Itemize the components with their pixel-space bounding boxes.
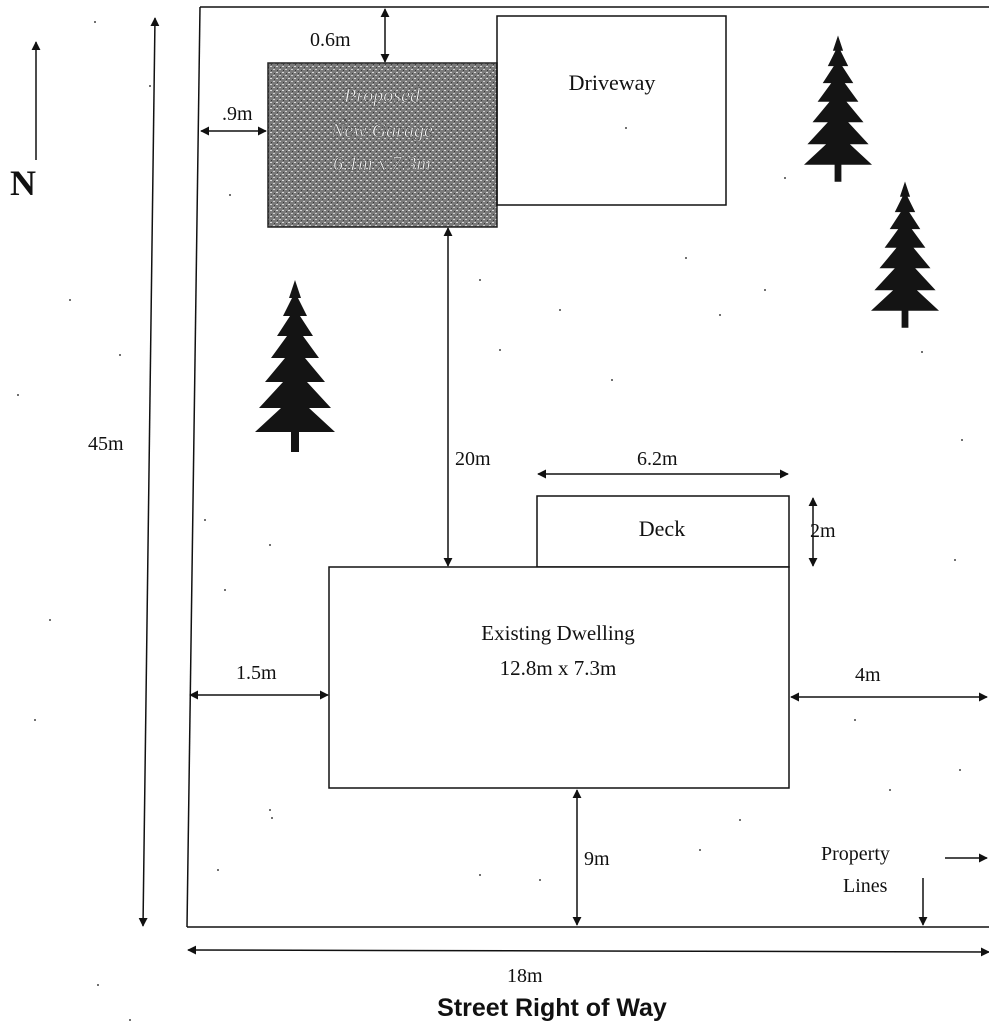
driveway: Driveway: [496, 15, 727, 206]
lot-depth-arrow: [138, 17, 160, 927]
street-label: Street Right of Way: [437, 994, 667, 1022]
garage-label-line1: Proposed: [343, 85, 421, 107]
existing-dwelling: Existing Dwelling 12.8m x 7.3m: [328, 566, 790, 789]
north-label: N: [10, 163, 36, 203]
garage-north-setback-label: 0.6m: [310, 29, 351, 51]
deck: Deck: [536, 495, 790, 568]
dwelling-east-setback-label: 4m: [855, 664, 881, 686]
deck-width-label: 6.2m: [637, 448, 678, 470]
deck-depth-label: 2m: [810, 520, 836, 542]
lot-depth-label: 45m: [88, 433, 124, 455]
garage-to-dwelling-label: 20m: [455, 448, 491, 470]
lot-width-arrow: [187, 945, 989, 957]
deck-label: Deck: [639, 516, 685, 541]
lot-width-label: 18m: [507, 965, 543, 987]
property-lines-note-line2: Lines: [843, 875, 888, 897]
property-lines-note-line1: Property: [821, 843, 890, 865]
driveway-label: Driveway: [569, 70, 656, 95]
garage-label-line3: 6.1m x 7.3m: [333, 153, 431, 175]
proposed-garage: Proposed New Garage 6.1m x 7.3m: [267, 62, 498, 228]
garage-west-setback-label: .9m: [222, 103, 253, 125]
dwelling-west-setback-label: 1.5m: [236, 662, 277, 684]
property-lines: [186, 6, 989, 928]
dwelling-label-line2: 12.8m x 7.3m: [500, 656, 617, 680]
dwelling-label-line1: Existing Dwelling: [481, 621, 635, 645]
tree-icon: [871, 181, 939, 328]
scan-noise: [17, 21, 963, 1021]
garage-label-line2: New Garage: [330, 120, 433, 142]
dwelling-front-setback-label: 9m: [584, 848, 610, 870]
tree-icon: [804, 35, 872, 182]
tree-icon: [255, 280, 335, 452]
